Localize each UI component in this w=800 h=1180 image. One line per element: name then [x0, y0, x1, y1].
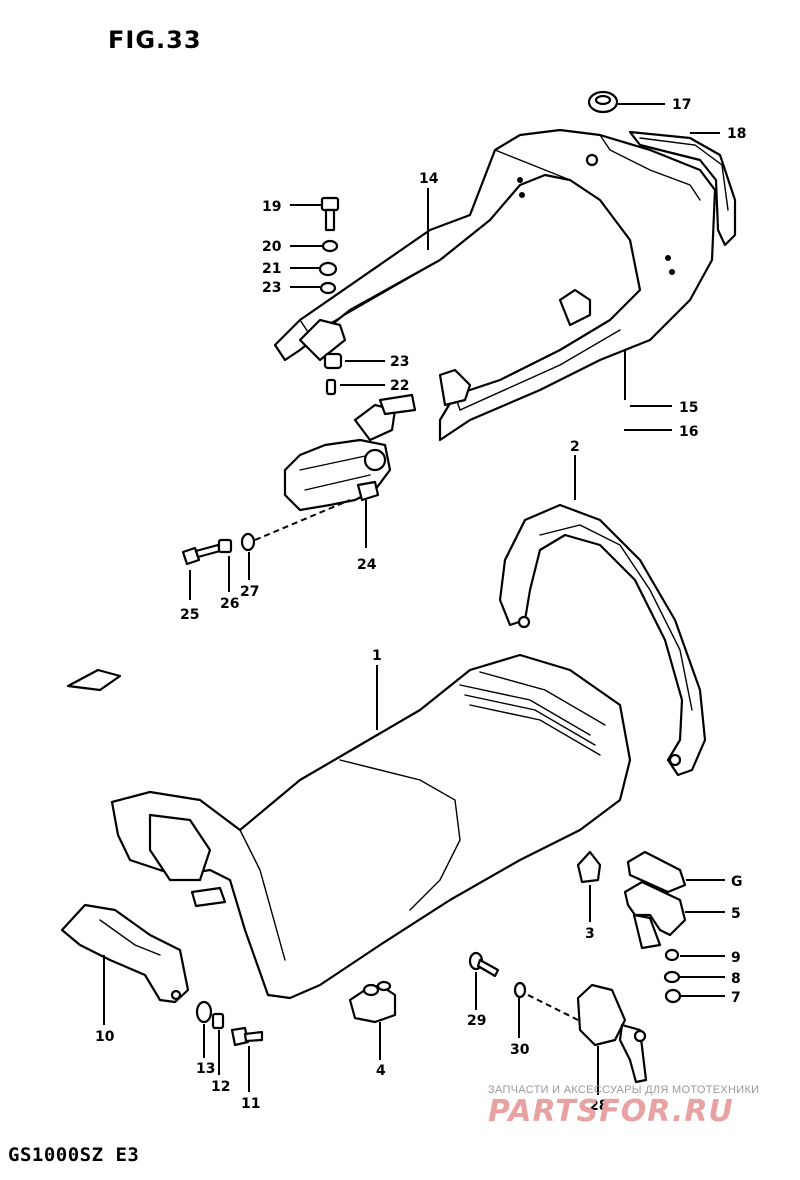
damper-part-3[interactable] [576, 850, 602, 884]
callout-18: 18 [727, 126, 746, 142]
bolt-part-19[interactable] [320, 196, 340, 232]
seat-lock-part-28[interactable] [576, 983, 648, 1084]
latch-bracket-part-5[interactable] [623, 880, 687, 950]
bolt-part-25[interactable] [181, 543, 222, 566]
nut-part-9[interactable] [664, 948, 680, 962]
nut-part-12[interactable] [211, 1012, 225, 1030]
callout-26: 26 [220, 596, 239, 612]
callout-12: 12 [211, 1079, 230, 1095]
callout-21: 21 [262, 261, 281, 277]
nut-part-23b[interactable] [323, 352, 343, 370]
callout-2: 2 [570, 439, 580, 455]
watermark-logo: PARTSFOR.RU [488, 1094, 734, 1129]
front-direction-arrow-icon [66, 668, 122, 692]
leader-lines [103, 103, 725, 1095]
rubber-cushion-part-4[interactable] [348, 980, 397, 1024]
pin-part-22[interactable] [325, 378, 337, 396]
callout-23b: 23 [390, 354, 409, 370]
callout-10: 10 [95, 1029, 115, 1045]
callout-25: 25 [180, 607, 199, 623]
pin-part-24[interactable] [356, 480, 380, 502]
callout-7: 7 [731, 990, 741, 1006]
callout-29: 29 [467, 1013, 486, 1029]
callout-24: 24 [357, 557, 377, 573]
callout-30: 30 [510, 1042, 530, 1058]
seat-part-1[interactable] [110, 653, 632, 1000]
callout-11: 11 [241, 1096, 260, 1112]
callout-4: 4 [376, 1063, 386, 1079]
callout-labels: 17 18 14 19 20 21 23 23 22 15 16 2 24 25… [95, 97, 746, 1114]
bracket-part-10[interactable] [60, 903, 190, 1004]
washer-part-27[interactable] [240, 532, 256, 552]
seat-tail-cover-part[interactable] [273, 128, 717, 442]
washer-part-21[interactable] [318, 261, 338, 277]
rubber-strip-part-18[interactable] [628, 130, 737, 247]
seat-lock-assembly[interactable] [283, 393, 417, 512]
callout-22: 22 [390, 378, 409, 394]
nut-part-20[interactable] [321, 239, 339, 253]
model-code: GS1000SZ E3 [8, 1144, 140, 1166]
bolt-part-11[interactable] [230, 1026, 264, 1047]
callout-5: 5 [731, 906, 741, 922]
callout-27: 27 [240, 584, 259, 600]
bolt-part-29[interactable] [468, 951, 500, 978]
watermark-caption: ЗАПЧАСТИ И АКСЕССУАРЫ ДЛЯ МОТОТЕХНИКИ [488, 1084, 760, 1096]
grab-strap-part-2[interactable] [498, 503, 707, 777]
callout-8: 8 [731, 971, 741, 987]
callout-G: G [731, 874, 743, 890]
callout-19: 19 [262, 199, 281, 215]
washer-part-8[interactable] [663, 970, 681, 984]
callout-20: 20 [262, 239, 282, 255]
nut-part-26[interactable] [217, 538, 233, 554]
washer-part-30[interactable] [513, 981, 527, 999]
callout-3: 3 [585, 926, 595, 942]
washer-part-13[interactable] [195, 1000, 213, 1024]
callout-15: 15 [679, 400, 698, 416]
callout-9: 9 [731, 950, 741, 966]
callout-28: 28 [589, 1098, 608, 1114]
callout-1: 1 [372, 648, 382, 664]
watermark: ЗАПЧАСТИ И АКСЕССУАРЫ ДЛЯ МОТОТЕХНИКИ PA… [488, 1084, 800, 1129]
grommet-part-17[interactable] [587, 90, 619, 114]
callout-16: 16 [679, 424, 698, 440]
callout-13: 13 [196, 1061, 215, 1077]
callout-14: 14 [419, 171, 439, 187]
nut-part-7[interactable] [664, 988, 682, 1004]
latch-plate-part-G[interactable] [626, 850, 687, 894]
nut-part-23a[interactable] [319, 281, 337, 295]
callout-23a: 23 [262, 280, 281, 296]
figure-title: FIG.33 [108, 26, 202, 54]
callout-17: 17 [672, 97, 691, 113]
